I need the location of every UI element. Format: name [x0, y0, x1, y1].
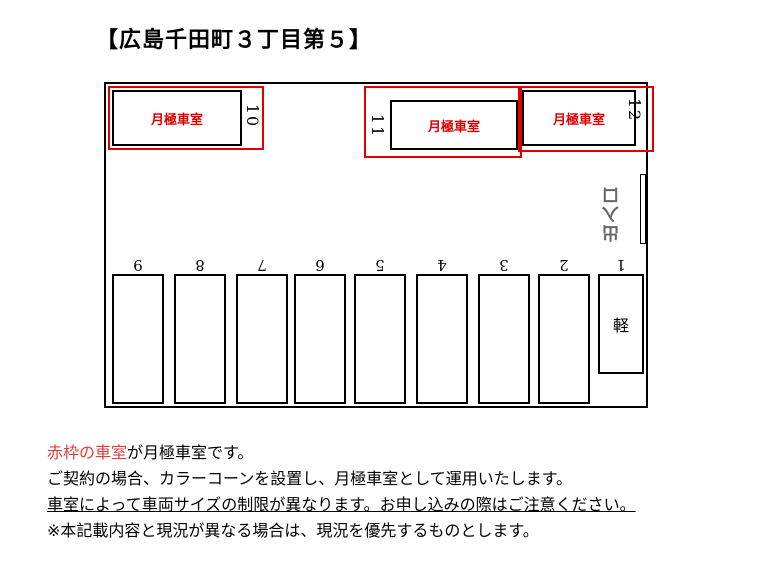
- space-10[interactable]: 月極車室: [112, 90, 242, 146]
- space-number-3: 3: [499, 256, 509, 274]
- space-number-7: 7: [257, 256, 267, 274]
- space-11[interactable]: 月極車室: [390, 100, 518, 150]
- monthly-label: 月極車室: [552, 112, 605, 128]
- space-7[interactable]: [236, 274, 288, 404]
- note-red-frame-text: 赤枠の車室: [47, 443, 128, 462]
- entrance-label: 出入口: [603, 185, 623, 242]
- space-1[interactable]: 軽: [598, 274, 644, 374]
- space-9[interactable]: [112, 274, 164, 404]
- parking-lot-map: 月極車室 10 11 月極車室 月極車室 12 出入口 9 8 7 6 5 4 3 2 1 軽: [104, 82, 654, 408]
- space-6[interactable]: [294, 274, 346, 404]
- space-number-11: 11: [368, 113, 388, 139]
- space-number-6: 6: [315, 256, 325, 274]
- space-number-5: 5: [375, 256, 385, 274]
- space-8[interactable]: [174, 274, 226, 404]
- note-line-1-rest: が月極車室です。: [127, 443, 254, 462]
- space-number-9: 9: [133, 256, 143, 274]
- space-12[interactable]: 月極車室: [522, 90, 636, 146]
- note-line-1: 赤枠の車室が月極車室です。: [47, 440, 636, 466]
- monthly-label: 月極車室: [150, 112, 203, 128]
- notes: 赤枠の車室が月極車室です。 ご契約の場合、カラーコーンを設置し、月極車室として運…: [47, 440, 636, 544]
- note-line-2: ご契約の場合、カラーコーンを設置し、月極車室として運用いたします。: [47, 469, 573, 488]
- kei-label: 軽: [612, 316, 629, 335]
- space-number-4: 4: [437, 256, 447, 274]
- monthly-label: 月極車室: [427, 119, 480, 135]
- monthly-frame-11[interactable]: [364, 86, 522, 158]
- space-number-1: 1: [616, 256, 626, 274]
- space-number-12: 12: [625, 97, 645, 123]
- space-number-8: 8: [195, 256, 205, 274]
- space-2[interactable]: [538, 274, 590, 404]
- entrance-marker: [640, 174, 646, 244]
- space-number-2: 2: [559, 256, 569, 274]
- note-line-4: ※本記載内容と現況が異なる場合は、現況を優先するものとします。: [47, 521, 539, 540]
- page-title: 【広島千田町３丁目第５】: [96, 28, 373, 53]
- space-3[interactable]: [478, 274, 530, 404]
- note-line-3: 車室によって車両サイズの制限が異なります。お申し込みの際はご注意ください。: [47, 495, 636, 514]
- space-4[interactable]: [416, 274, 468, 404]
- space-5[interactable]: [354, 274, 406, 404]
- space-number-10: 10: [243, 103, 263, 129]
- monthly-frame-12[interactable]: [518, 86, 654, 152]
- monthly-frame-10[interactable]: [108, 86, 264, 150]
